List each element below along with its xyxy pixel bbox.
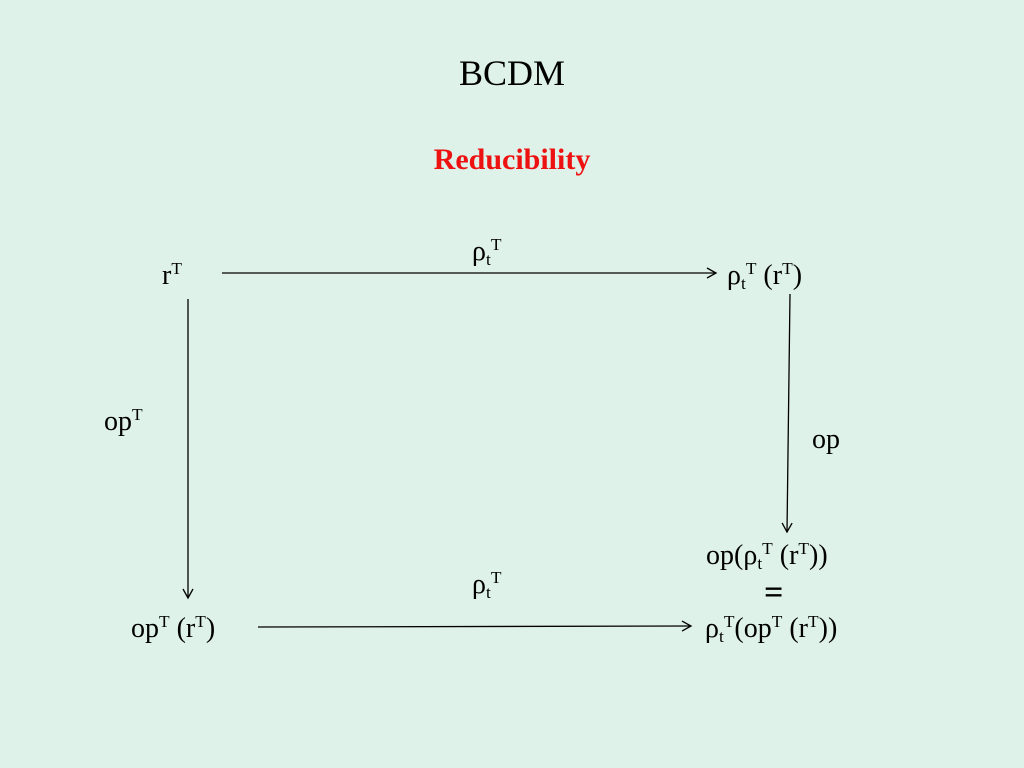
arrow-right (781, 293, 793, 534)
node-result-bottom-sub: t (718, 627, 724, 647)
edge-label-left: opT (104, 405, 143, 437)
node-result-top-prefix: op( (706, 540, 744, 571)
edge-top-sub: t (485, 250, 491, 270)
node-bottom-left: opT (rT) (131, 612, 216, 644)
equals-sign: = (764, 574, 784, 611)
edge-bottom-sub: t (485, 583, 491, 603)
node-result-bottom-open: (op (734, 613, 772, 644)
node-top-right-arg-sup: T (782, 259, 793, 279)
edge-bottom-sup: T (490, 568, 502, 588)
edge-label-top: ρtT (472, 235, 502, 270)
node-top-right-close: ) (792, 260, 803, 291)
node-result-bottom: ρtT(opT (rT)) (705, 612, 838, 647)
slide-title: BCDM (458, 53, 566, 93)
edge-bottom-rho: ρ (472, 569, 486, 600)
node-result-top-mid-sup: T (798, 539, 810, 559)
arrow-bottom (257, 620, 693, 632)
edge-top-rho: ρ (472, 236, 486, 267)
edge-right-base: op (812, 424, 840, 455)
node-top-right: ρtT (rT) (727, 259, 803, 294)
node-top-right-arg: (r (756, 260, 783, 291)
node-result-bottom-close: )) (818, 613, 838, 644)
node-result-bottom-open-sup: T (771, 612, 783, 632)
edge-left-sup: T (132, 405, 143, 425)
node-top-right-sub: t (740, 274, 746, 294)
node-top-left: rT (162, 259, 182, 291)
node-result-top-close: )) (809, 540, 828, 571)
node-result-top-mid: (r (772, 540, 799, 571)
node-bottom-left-sup: T (159, 612, 170, 632)
node-top-right-sup: T (745, 259, 757, 279)
node-top-left-sup: T (171, 259, 182, 279)
node-result-bottom-mid: (r (782, 613, 809, 644)
node-result-top: op(ρtT (rT)) (706, 539, 828, 574)
node-top-left-base: r (162, 260, 172, 291)
node-result-bottom-rho: ρ (705, 613, 719, 644)
edge-label-right: op (812, 426, 840, 454)
node-bottom-left-base: op (131, 613, 159, 644)
edge-top-sup: T (490, 235, 502, 255)
node-bottom-left-close: ) (205, 613, 216, 644)
node-result-top-sup: T (762, 539, 773, 559)
node-result-bottom-sup: T (723, 612, 735, 632)
node-result-top-sub: t (757, 554, 763, 574)
node-result-bottom-mid-sup: T (808, 612, 819, 632)
node-top-right-rho: ρ (727, 260, 741, 291)
node-result-top-rho: ρ (743, 540, 758, 571)
node-bottom-left-arg: (r (169, 613, 196, 644)
node-bottom-left-arg-sup: T (195, 612, 206, 632)
edge-label-bottom: ρtT (472, 568, 502, 603)
slide-subtitle: Reducibility (433, 143, 591, 176)
edge-left-base: op (104, 406, 132, 437)
